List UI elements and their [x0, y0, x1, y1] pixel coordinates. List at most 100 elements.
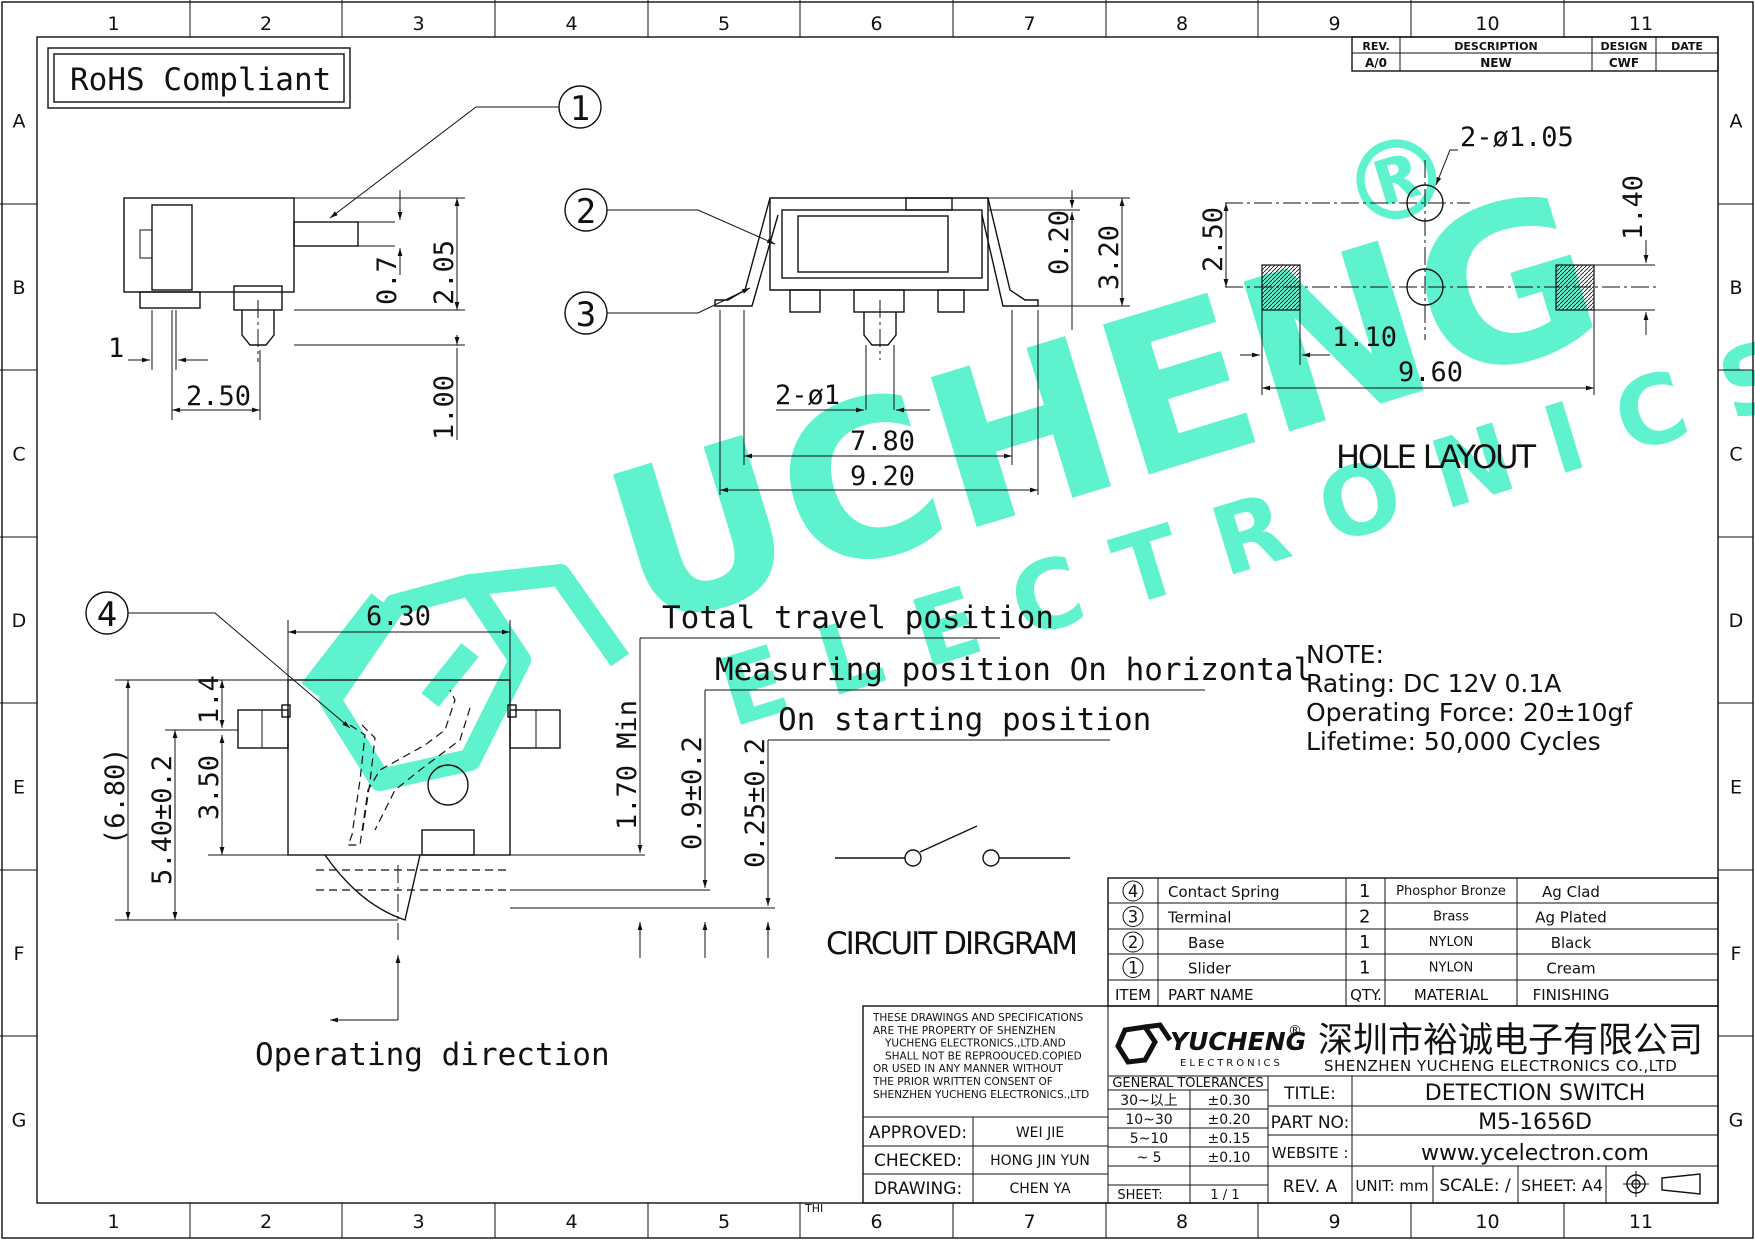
side-dim-0-7: 0.7: [372, 256, 403, 305]
balloon-3-label: 3: [576, 295, 596, 335]
bottom-dim-5-40: 5.40±0.2: [147, 755, 178, 885]
circuit-diagram: CIRCUIT DIRGRAM: [826, 825, 1078, 962]
bom-part-name: Slider: [1188, 960, 1232, 978]
col-label-bot: 9: [1328, 1211, 1340, 1233]
col-label-bot: 3: [412, 1211, 424, 1233]
bom-finish: Ag Plated: [1535, 909, 1607, 927]
col-label-bot: 2: [260, 1211, 272, 1233]
bottom-dim-0-9: 0.9±0.2: [677, 736, 708, 850]
revision-table: REV. DESCRIPTION DESIGN DATE A/0 NEW CWF: [1351, 36, 1719, 72]
ownership-notice-line: OR USED IN ANY MANNER WITHOUT: [873, 1063, 1063, 1075]
row-label: D: [1729, 610, 1744, 632]
col-label-top: 4: [565, 13, 577, 35]
sheet-value: 1 / 1: [1210, 1188, 1239, 1203]
bom-material: Phosphor Bronze: [1396, 884, 1506, 899]
bottom-dim-6-30: 6.30: [366, 601, 431, 632]
col-label-top: 3: [412, 13, 424, 35]
ownership-notice-line: SHALL NOT BE REPROOUCED.COPIED: [885, 1050, 1082, 1062]
checked-label: CHECKED:: [874, 1151, 962, 1171]
bom-item-balloon: [1122, 931, 1144, 953]
bom-material: NYLON: [1429, 935, 1473, 950]
bom-qty: 2: [1359, 907, 1370, 928]
side-dim-1: 1: [108, 333, 124, 364]
bottom-dim-1-70-min: 1.70 Min: [612, 700, 643, 830]
balloon-1-label: 1: [570, 89, 590, 129]
hole-dim-2-phi1-05: 2-ø1.05: [1460, 122, 1574, 153]
company-name-cn: 深圳市裕诚电子有限公司: [1318, 1021, 1703, 1061]
col-label-top: 11: [1629, 13, 1653, 35]
front-dim-9-20: 9.20: [850, 461, 915, 492]
row-label: B: [1729, 277, 1742, 299]
ownership-notice-line: THE PRIOR WRITTEN CONSENT OF: [872, 1076, 1053, 1088]
row-label: F: [14, 943, 25, 965]
bom-header-qty: QTY.: [1350, 986, 1382, 1004]
bottom-dim-3-50: 3.50: [194, 755, 225, 820]
bom-item: 1: [1128, 959, 1138, 979]
front-dim-2-phi1: 2-ø1: [775, 380, 840, 411]
col-label-bot: 8: [1176, 1211, 1188, 1233]
checked-value: HONG JIN YUN: [990, 1153, 1090, 1169]
col-label-top: 7: [1023, 13, 1035, 35]
col-label-bot: 1: [107, 1211, 119, 1233]
hole-layout: 2-ø1.05 2.50 1.40 1.10 9.60 HOLE LAYOUT: [1198, 122, 1660, 476]
bom-qty: 1: [1359, 932, 1370, 953]
bottom-dim-1-4: 1.4: [194, 675, 225, 724]
drawing-value: CHEN YA: [1009, 1181, 1071, 1197]
col-label-top: 6: [870, 13, 882, 35]
note-title: NOTE:: [1306, 640, 1384, 669]
row-label: F: [1731, 943, 1742, 965]
hole-layout-title: HOLE LAYOUT: [1336, 438, 1536, 476]
sheet-label: SHEET:: [1117, 1188, 1162, 1203]
rohs-label: RoHS Compliant: [70, 62, 331, 98]
bom-material: Brass: [1433, 910, 1469, 925]
row-label: C: [1729, 444, 1742, 466]
front-dim-0-20: 0.20: [1044, 210, 1075, 275]
note-lifetime: Lifetime: 50,000 Cycles: [1306, 727, 1601, 756]
bom-item: 2: [1128, 933, 1138, 953]
row-label: D: [12, 610, 27, 632]
bom-item-balloon: [1122, 957, 1144, 978]
company-name-en: SHENZHEN YUCHENG ELECTRONICS CO.,LTD: [1324, 1057, 1677, 1075]
hole-dim-9-60: 9.60: [1398, 357, 1463, 388]
col-label-bot: 10: [1475, 1211, 1499, 1233]
design-value: CWF: [1609, 56, 1639, 70]
note-rating: Rating: DC 12V 0.1A: [1306, 669, 1561, 698]
bom-qty: 1: [1359, 881, 1370, 902]
drawing-label: DRAWING:: [874, 1179, 962, 1199]
title-label: TITLE:: [1283, 1084, 1336, 1104]
bom-header-finish: FINISHING: [1533, 986, 1610, 1004]
ownership-notice-line: SHENZHEN YUCHENG ELECTRONICS.,LTD: [873, 1089, 1089, 1101]
measuring-position: Measuring position On horizontal: [715, 652, 1312, 688]
side-dim-2-50: 2.50: [186, 381, 251, 412]
tolerance-value: ±0.10: [1208, 1150, 1251, 1166]
row-label: G: [1729, 1110, 1744, 1132]
bom-header-name: PART NAME: [1168, 986, 1254, 1004]
tolerance-range: 5~10: [1130, 1131, 1168, 1147]
balloon-2-label: 2: [576, 192, 596, 232]
row-label: E: [13, 777, 25, 799]
logo-sub: ELECTRONICS: [1180, 1058, 1283, 1069]
note-force: Operating Force: 20±10gf: [1306, 698, 1633, 727]
bom-part-name: Contact Spring: [1168, 883, 1280, 901]
logo-text: YUCHENG: [1170, 1027, 1306, 1056]
approved-label: APPROVED:: [869, 1123, 967, 1143]
col-label-bot: 4: [565, 1211, 577, 1233]
bom-part-name: Terminal: [1167, 909, 1231, 927]
bom-item-balloon: [1122, 880, 1144, 902]
bottom-dim-0-25: 0.25±0.2: [740, 738, 771, 868]
thi-label: THI: [804, 1202, 823, 1215]
hole-dim-2-50: 2.50: [1198, 207, 1229, 272]
description-value: NEW: [1480, 56, 1511, 70]
col-label-top: 5: [718, 13, 730, 35]
rev-block: REV. A: [1283, 1177, 1338, 1197]
col-label-top: 2: [260, 13, 272, 35]
total-travel-position: Total travel position: [662, 600, 1054, 636]
bottom-dim-6-80: (6.80): [100, 747, 131, 845]
side-dim-2-05: 2.05: [429, 240, 460, 305]
tolerance-title: GENERAL TOLERANCES: [1112, 1076, 1263, 1091]
bom-part-name: Base: [1188, 934, 1225, 952]
balloon-4-label: 4: [97, 595, 117, 635]
website-label: WEBSITE :: [1272, 1144, 1349, 1162]
